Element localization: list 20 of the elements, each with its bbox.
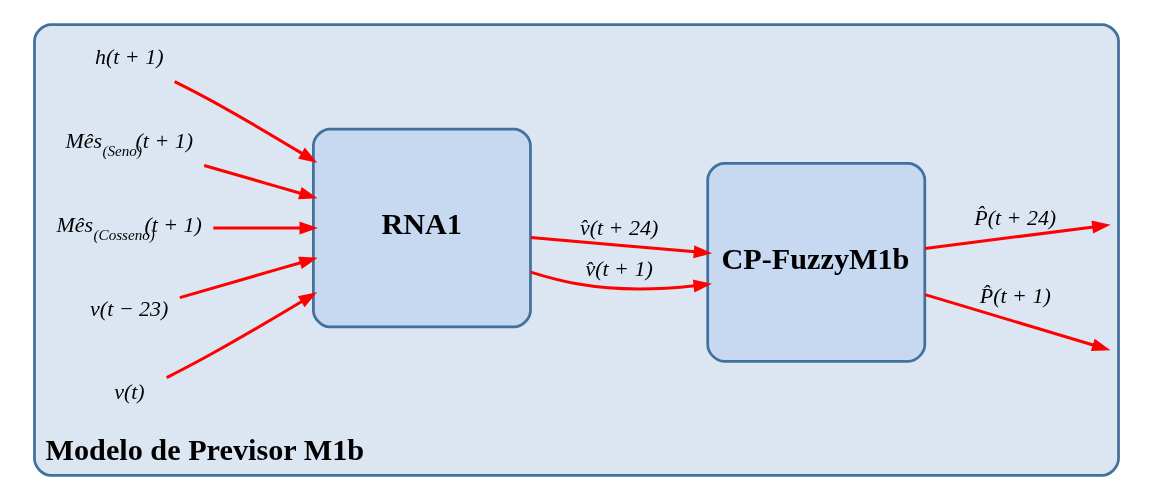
arrow (173, 80, 318, 163)
node-box: CP-FuzzyM1b (706, 162, 927, 363)
node-text: Mês$_{(Seno)}$(t + 1) (65, 128, 193, 160)
edge-label: P̂(t + 24) (974, 204, 1057, 230)
arrow (530, 270, 712, 293)
arrow (213, 221, 318, 235)
node-box: RNA1 (312, 127, 532, 329)
node-text: Mês$_{(Cosseno)}$(t + 1) (56, 211, 202, 243)
arrow (924, 293, 1111, 352)
arrow (203, 164, 318, 200)
node-text: v(t − 23) (90, 295, 169, 321)
arrow (165, 292, 318, 380)
edge-label: v̂(t + 24) (579, 214, 659, 240)
edge-label: v̂(t + 1) (585, 255, 653, 281)
node-text: v(t) (114, 379, 145, 405)
node-text: h(t + 1) (94, 44, 164, 70)
arrow (924, 220, 1111, 251)
arrow (530, 235, 713, 259)
arrow (179, 256, 318, 300)
edge-label: P̂(t + 1) (979, 283, 1051, 309)
